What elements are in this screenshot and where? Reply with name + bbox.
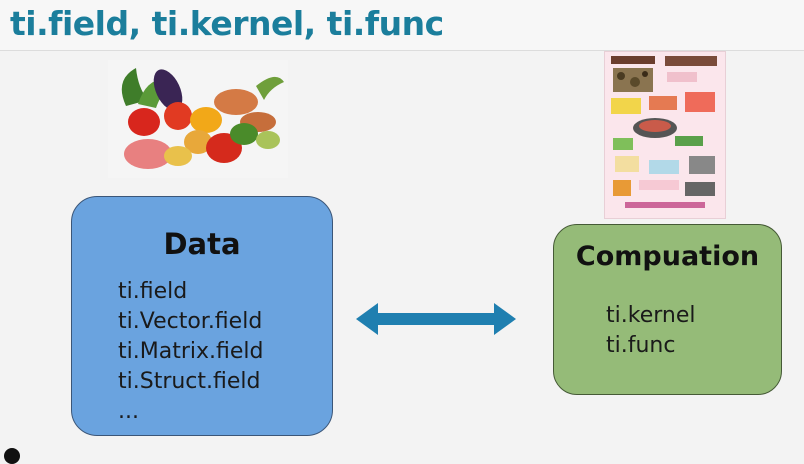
double-arrow-icon: [356, 303, 516, 335]
computation-list: ti.kernel ti.func: [606, 301, 695, 361]
slide-title: ti.field, ti.kernel, ti.func: [10, 4, 444, 43]
data-box: Data ti.field ti.Vector.field ti.Matrix.…: [71, 196, 333, 436]
data-item: ti.Vector.field: [118, 309, 263, 334]
data-item: ti.field: [118, 279, 188, 304]
title-bar: ti.field, ti.kernel, ti.func: [0, 0, 804, 51]
data-item: ti.Struct.field: [118, 369, 261, 394]
recipe-image: [604, 51, 726, 219]
pointer-dot-icon: [4, 448, 20, 464]
computation-box: Compuation ti.kernel ti.func: [553, 224, 782, 395]
computation-item: ti.func: [606, 333, 676, 358]
vegetables-image: [108, 60, 288, 178]
computation-item: ti.kernel: [606, 303, 696, 328]
data-list: ti.field ti.Vector.field ti.Matrix.field…: [118, 277, 263, 427]
data-item: ...: [118, 399, 139, 424]
computation-heading: Compuation: [575, 241, 760, 272]
data-item: ti.Matrix.field: [118, 339, 264, 364]
data-heading: Data: [163, 227, 241, 261]
